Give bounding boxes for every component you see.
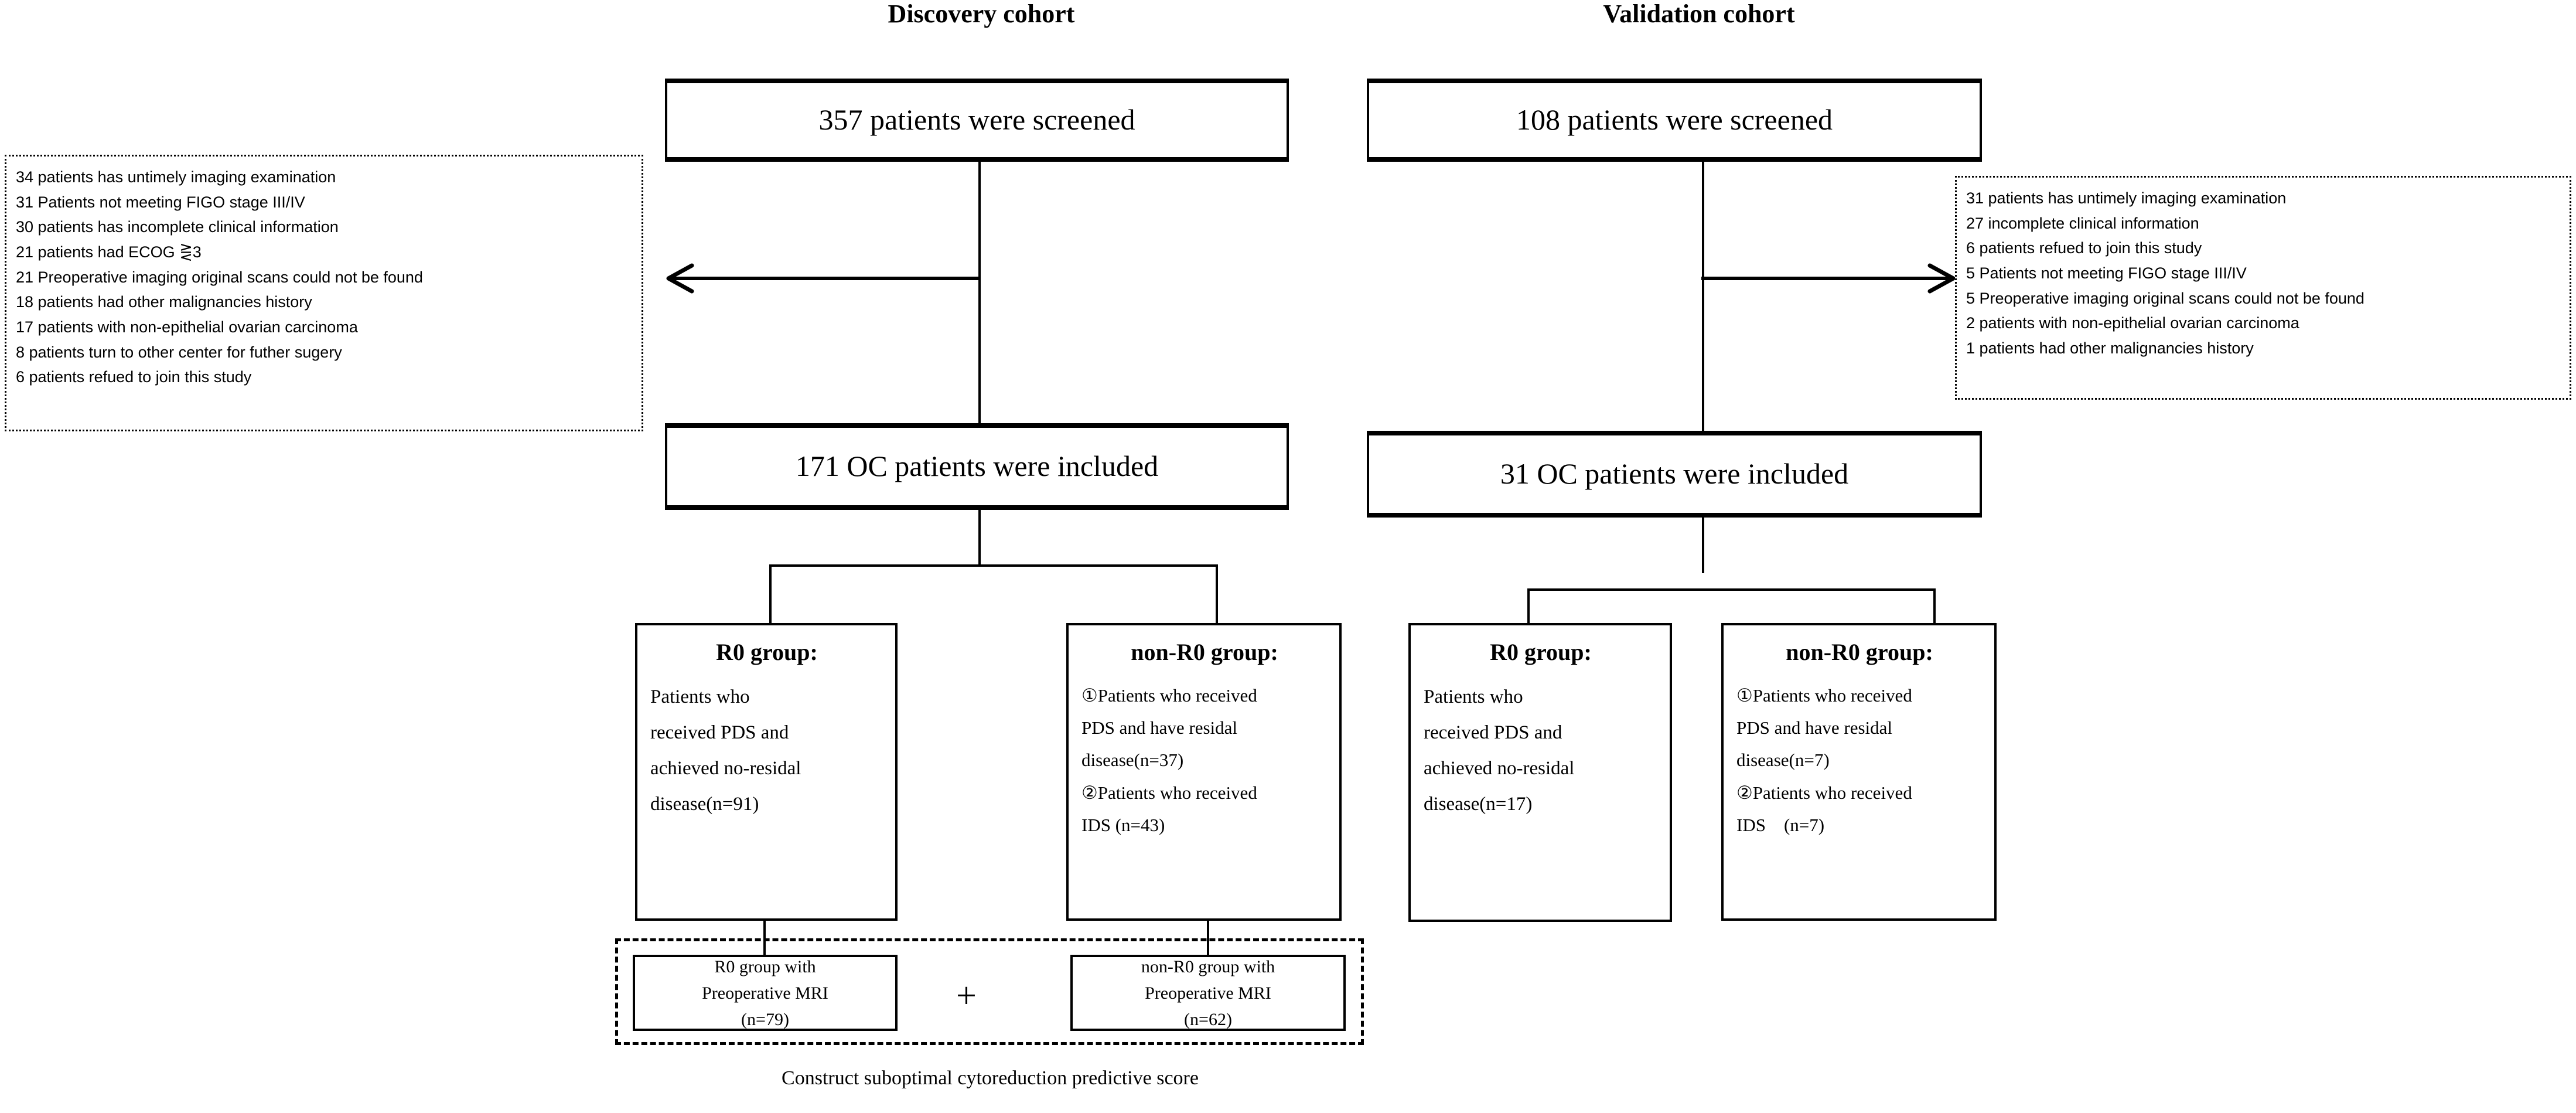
- group-line: PDS and have residal: [1736, 717, 1893, 738]
- discovery-non-r0-group-title: non-R0 group:: [1131, 639, 1278, 665]
- validation-screened-label: 108 patients were screened: [1516, 103, 1833, 137]
- group-line: PDS and have residal: [1081, 717, 1238, 738]
- group-line: Patients who: [650, 686, 750, 707]
- validation-trunk-line: [1702, 162, 1704, 445]
- exclusion-item: 27 incomplete clinical information: [1966, 214, 2199, 232]
- discovery-fork-left-drop: [769, 564, 772, 628]
- discovery-screened-box: 357 patients were screened: [665, 79, 1289, 162]
- group-line: ①Patients who received: [1081, 685, 1257, 706]
- group-line: IDS (n=43): [1081, 814, 1165, 835]
- exclusion-item: 8 patients turn to other center for futh…: [16, 343, 342, 361]
- exclusion-item: 30 patients has incomplete clinical info…: [16, 218, 339, 236]
- exclusion-item: 21 patients had ECOG ⋛3: [16, 243, 202, 261]
- discovery-non-r0-group-box: non-R0 group: ①Patients who received PDS…: [1066, 623, 1342, 921]
- validation-fork-left-drop: [1527, 588, 1530, 628]
- group-line: disease(n=7): [1736, 750, 1830, 771]
- discovery-exclusion-arrow: [666, 263, 980, 294]
- group-line: achieved no-residal: [1424, 758, 1575, 780]
- validation-fork-right-drop: [1933, 588, 1936, 628]
- mri-line-1: non-R0 group with: [1141, 957, 1275, 976]
- exclusion-item: 31 Patients not meeting FIGO stage III/I…: [16, 193, 305, 211]
- group-line: ①Patients who received: [1736, 685, 1912, 706]
- validation-fork-bar: [1527, 588, 1936, 591]
- exclusion-item: 5 Patients not meeting FIGO stage III/IV: [1966, 264, 2247, 282]
- discovery-included-box: 171 OC patients were included: [665, 423, 1289, 510]
- r0-mri-box: R0 group with Preoperative MRI (n=79): [633, 955, 898, 1031]
- exclusion-item: 18 patients had other malignancies histo…: [16, 293, 312, 311]
- group-line: achieved no-residal: [650, 758, 801, 780]
- validation-exclusion-list: 31 patients has untimely imaging examina…: [1966, 186, 2560, 361]
- exclusion-item: 6 patients refued to join this study: [16, 368, 252, 386]
- plus-icon: +: [956, 976, 977, 1016]
- mri-line-3: (n=79): [741, 1009, 789, 1029]
- validation-exclusion-arrow: [1701, 263, 1956, 294]
- discovery-cohort-title: Discovery cohort: [888, 0, 1075, 28]
- discovery-trunk-line: [978, 162, 981, 436]
- group-line: IDS (n=7): [1736, 814, 1825, 835]
- validation-non-r0-group-title: non-R0 group:: [1786, 639, 1933, 665]
- non-r0-to-mri-connector: [1207, 921, 1209, 966]
- r0-mri-text: R0 group with Preoperative MRI (n=79): [702, 954, 828, 1033]
- mri-line-1: R0 group with: [714, 957, 816, 976]
- validation-cohort-title: Validation cohort: [1603, 0, 1795, 28]
- discovery-screened-label: 357 patients were screened: [818, 103, 1135, 137]
- validation-included-label: 31 OC patients were included: [1500, 457, 1849, 491]
- discovery-r0-group-box: R0 group: Patients who received PDS and …: [635, 623, 898, 921]
- validation-non-r0-group-box: non-R0 group: ①Patients who received PDS…: [1721, 623, 1997, 921]
- validation-r0-group-box: R0 group: Patients who received PDS and …: [1408, 623, 1672, 922]
- group-line: received PDS and: [1424, 722, 1562, 744]
- validation-included-box: 31 OC patients were included: [1367, 431, 1982, 518]
- validation-r0-group-title: R0 group:: [1490, 639, 1592, 665]
- discovery-fork-stem: [978, 510, 981, 566]
- discovery-fork-bar: [769, 564, 1218, 567]
- group-line: Patients who: [1424, 686, 1523, 707]
- discovery-non-r0-group-body: ①Patients who received PDS and have resi…: [1081, 679, 1328, 841]
- exclusion-item: 17 patients with non-epithelial ovarian …: [16, 318, 358, 336]
- discovery-exclusion-box: 34 patients has untimely imaging examina…: [5, 155, 643, 431]
- group-line: disease(n=91): [650, 794, 759, 815]
- group-line: received PDS and: [650, 722, 789, 744]
- group-line: disease(n=37): [1081, 750, 1184, 771]
- exclusion-item: 21 Preoperative imaging original scans c…: [16, 268, 423, 286]
- non-r0-mri-box: non-R0 group with Preoperative MRI (n=62…: [1070, 955, 1346, 1031]
- r0-to-mri-connector: [763, 921, 766, 966]
- group-line: ②Patients who received: [1736, 782, 1912, 803]
- exclusion-item: 31 patients has untimely imaging examina…: [1966, 189, 2287, 207]
- validation-non-r0-group-body: ①Patients who received PDS and have resi…: [1736, 679, 1983, 841]
- discovery-r0-group-body: Patients who received PDS and achieved n…: [650, 679, 883, 822]
- group-line: disease(n=17): [1424, 794, 1533, 815]
- figure-caption: Construct suboptimal cytoreduction predi…: [782, 1067, 1199, 1089]
- exclusion-item: 34 patients has untimely imaging examina…: [16, 168, 336, 186]
- exclusion-item: 2 patients with non-epithelial ovarian c…: [1966, 314, 2299, 332]
- discovery-exclusion-list: 34 patients has untimely imaging examina…: [16, 165, 632, 390]
- discovery-fork-right-drop: [1216, 564, 1218, 628]
- mri-line-2: Preoperative MRI: [1145, 983, 1271, 1003]
- validation-r0-group-body: Patients who received PDS and achieved n…: [1424, 679, 1658, 822]
- discovery-r0-group-title: R0 group:: [716, 639, 818, 665]
- group-line: ②Patients who received: [1081, 782, 1257, 803]
- exclusion-item: 5 Preoperative imaging original scans co…: [1966, 289, 2365, 307]
- exclusion-item: 1 patients had other malignancies histor…: [1966, 339, 2254, 357]
- mri-line-3: (n=62): [1184, 1009, 1232, 1029]
- exclusion-item: 6 patients refued to join this study: [1966, 239, 2202, 257]
- mri-line-2: Preoperative MRI: [702, 983, 828, 1003]
- validation-exclusion-box: 31 patients has untimely imaging examina…: [1955, 176, 2571, 400]
- validation-screened-box: 108 patients were screened: [1367, 79, 1982, 162]
- validation-fork-stem: [1702, 518, 1704, 573]
- non-r0-mri-text: non-R0 group with Preoperative MRI (n=62…: [1141, 954, 1275, 1033]
- discovery-included-label: 171 OC patients were included: [795, 450, 1159, 483]
- mri-selection-dashed-wrapper: [615, 938, 1364, 1045]
